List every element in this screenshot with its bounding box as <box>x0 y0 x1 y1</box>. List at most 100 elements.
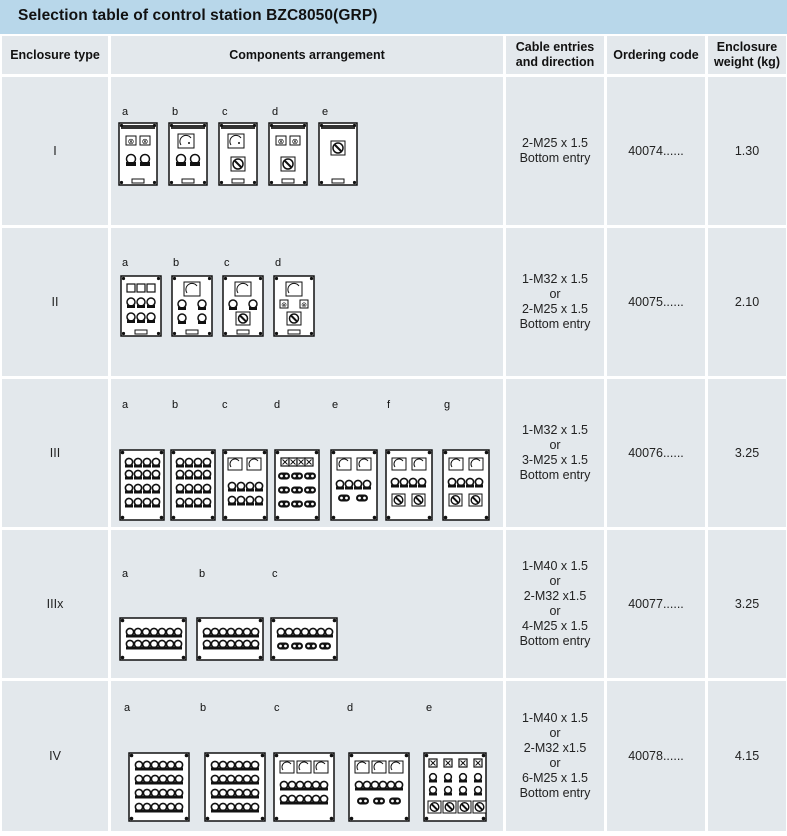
row-1-weight: 1.30 <box>708 77 786 225</box>
header-weight-label: Enclosure weight (kg) <box>714 40 780 69</box>
row-1-components: ⊗ ⊗ <box>111 77 503 225</box>
header-components: Components arrangement <box>111 36 503 74</box>
row-2-type-label: II <box>51 294 59 309</box>
row-5-components <box>111 681 503 831</box>
header-enclosure-type: Enclosure type <box>2 36 108 74</box>
title-bar: Selection table of control station BZC80… <box>0 0 787 34</box>
row-1-code: 40074...... <box>607 77 705 225</box>
svg-text:⊗: ⊗ <box>142 137 149 146</box>
row-3-weight-text: 3.25 <box>734 445 760 460</box>
header-ordering: Ordering code <box>607 36 705 74</box>
row-4-code-text: 40077...... <box>628 596 684 611</box>
enclosure-IV-e <box>423 752 487 822</box>
enclosure-III-f <box>385 449 433 521</box>
header-weight: Enclosure weight (kg) <box>708 36 786 74</box>
row-4-components <box>111 530 503 678</box>
svg-text:⊗: ⊗ <box>301 302 307 309</box>
row-4-type: IIIx <box>2 530 108 678</box>
row-4-weight-text: 3.25 <box>734 596 760 611</box>
row-4-weight: 3.25 <box>708 530 786 678</box>
enclosure-I-b <box>168 122 208 186</box>
enclosure-IV-b <box>204 752 266 822</box>
row-5-cable-text: 1-M40 x 1.5 or 2-M32 x1.5 or 6-M25 x 1.5… <box>519 711 591 800</box>
variant-label: b <box>172 106 179 118</box>
enclosure-IIIx-a <box>119 617 187 661</box>
variant-label: a <box>124 702 131 714</box>
enclosure-III-c <box>222 449 268 521</box>
row-5-type-label: IV <box>49 748 61 763</box>
row-5-diagrams <box>128 752 487 822</box>
variant-label: c <box>274 702 280 714</box>
variant-label: c <box>222 106 228 118</box>
variant-label: b <box>173 257 180 269</box>
svg-text:⊗: ⊗ <box>128 137 135 146</box>
enclosure-III-d <box>274 449 320 521</box>
page-title: Selection table of control station BZC80… <box>18 7 378 24</box>
svg-text:⊗: ⊗ <box>292 137 299 146</box>
header-ordering-label: Ordering code <box>613 47 699 62</box>
enclosure-III-e <box>330 449 378 521</box>
variant-label: a <box>122 257 129 269</box>
enclosure-III-b <box>170 449 216 521</box>
row-2-weight: 2.10 <box>708 228 786 376</box>
variant-label: e <box>426 702 433 714</box>
row-3-components <box>111 379 503 527</box>
enclosure-IV-a <box>128 752 190 822</box>
variant-label: e <box>322 106 329 118</box>
variant-label: d <box>272 106 279 118</box>
row-5-cable: 1-M40 x 1.5 or 2-M32 x1.5 or 6-M25 x 1.5… <box>506 681 604 831</box>
row-4-diagrams <box>119 617 338 661</box>
variant-label: f <box>387 399 391 411</box>
variant-label: c <box>272 568 278 580</box>
row-1-code-text: 40074...... <box>628 143 684 158</box>
row-2-code: 40075...... <box>607 228 705 376</box>
enclosure-II-c <box>222 275 264 337</box>
row-5-code-text: 40078...... <box>628 748 684 763</box>
row-2-weight-text: 2.10 <box>734 294 760 309</box>
svg-text:⊗: ⊗ <box>278 137 285 146</box>
variant-label: c <box>224 257 230 269</box>
enclosure-IIIx-c <box>270 617 338 661</box>
row-1-cable-text: 2-M25 x 1.5 Bottom entry <box>519 136 591 165</box>
row-2-cable-text: 1-M32 x 1.5 or 2-M25 x 1.5 Bottom entry <box>519 272 591 331</box>
variant-label: a <box>122 106 129 118</box>
row-1-type-label: I <box>53 143 57 158</box>
variant-label: a <box>122 399 129 411</box>
row-4-type-label: IIIx <box>46 596 64 611</box>
row-1-cable: 2-M25 x 1.5 Bottom entry <box>506 77 604 225</box>
variant-label: d <box>347 702 354 714</box>
row-3-type-label: III <box>49 445 61 460</box>
enclosure-II-b <box>171 275 213 337</box>
row-1-type: I <box>2 77 108 225</box>
row-2-type: II <box>2 228 108 376</box>
row-2-components: ⊗ ⊗ <box>111 228 503 376</box>
header-cable-label: Cable entries and direction <box>515 40 595 69</box>
variant-label: b <box>172 399 179 411</box>
enclosure-II-d: ⊗ ⊗ <box>273 275 315 337</box>
header-cable: Cable entries and direction <box>506 36 604 74</box>
row-2-code-text: 40075...... <box>628 294 684 309</box>
variant-label: a <box>122 568 129 580</box>
variant-label: c <box>222 399 228 411</box>
row-5-weight-text: 4.15 <box>734 748 760 763</box>
row-5-weight: 4.15 <box>708 681 786 831</box>
row-2-diagrams: ⊗ ⊗ <box>120 275 315 337</box>
row-3-cable: 1-M32 x 1.5 or 3-M25 x 1.5 Bottom entry <box>506 379 604 527</box>
variant-label: b <box>199 568 206 580</box>
header-enclosure-type-label: Enclosure type <box>10 47 100 62</box>
header-components-label: Components arrangement <box>229 47 385 62</box>
row-5-type: IV <box>2 681 108 831</box>
enclosure-III-g <box>442 449 490 521</box>
row-3-code: 40076...... <box>607 379 705 527</box>
row-4-cable-text: 1-M40 x 1.5 or 2-M32 x1.5 or 4-M25 x 1.5… <box>519 559 591 648</box>
enclosure-II-a <box>120 275 162 337</box>
row-1-diagrams: ⊗ ⊗ <box>118 122 358 186</box>
variant-label: b <box>200 702 207 714</box>
variant-label: d <box>274 399 281 411</box>
enclosure-IV-c <box>273 752 335 822</box>
enclosure-IIIx-b <box>196 617 264 661</box>
variant-label: d <box>275 257 282 269</box>
row-3-cable-text: 1-M32 x 1.5 or 3-M25 x 1.5 Bottom entry <box>519 423 591 482</box>
enclosure-I-e <box>318 122 358 186</box>
row-3-code-text: 40076...... <box>628 445 684 460</box>
